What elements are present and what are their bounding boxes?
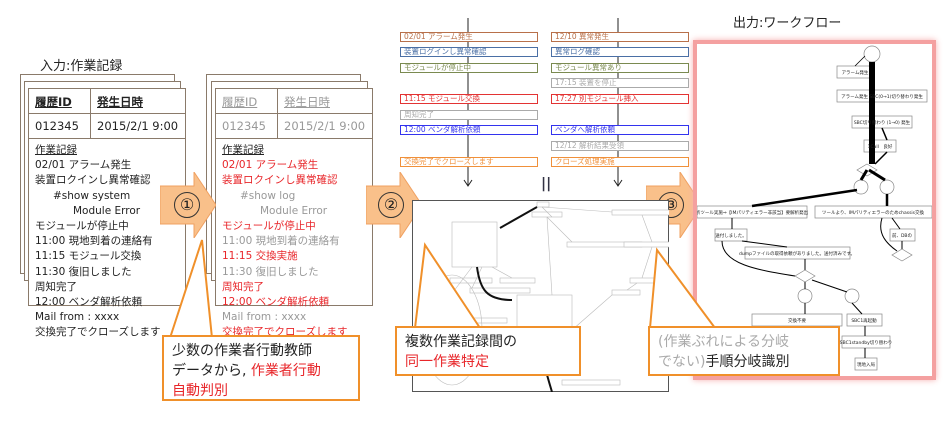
input-title: 入力:作業記録 [40, 59, 123, 74]
log-line: 11:30 復旧しました [35, 265, 132, 278]
log-line: 11:00 現地到着の連絡有 [222, 235, 340, 248]
callout-text: データから, [172, 363, 251, 379]
callout-step3: (作業ぶれによる分岐 でない)手順分岐識別 [648, 326, 840, 376]
callout-text: 複数作業記録間の [405, 334, 517, 350]
timeline-event: 02/01 アラーム発生 [400, 32, 538, 42]
workflow-node-label: dumpファイルの取得依頼がありました。送付済みです。 [739, 250, 855, 257]
log-line: Module Error [260, 204, 328, 217]
workflow-node-label: 送付しました。 [715, 232, 747, 239]
callout-text-highlight: 作業者行動 [250, 363, 321, 379]
timeline-event: 12/12 解析結果受領 [551, 141, 689, 151]
callout-text: 手順分岐識別 [705, 354, 790, 370]
callout-pointer-2 [414, 242, 481, 329]
timeline-event: 17:27 別モジュール挿入 [551, 94, 689, 104]
callout-text-highlight: 自動判別 [172, 383, 228, 399]
callout-step1: 少数の作業者行動教師 データから, 作業者行動 自動判別 [162, 335, 360, 401]
timeline-event: モジュールが停止中 [400, 63, 538, 73]
log-line: Mail from : xxxx [222, 311, 307, 324]
callout-text-highlight: 同一作業特定 [405, 354, 489, 370]
workflow-node-label: 現地入局 [857, 361, 875, 368]
record-date: 2015/2/1 9:00 [284, 119, 366, 133]
record-id: 012345 [216, 114, 278, 138]
col-id: 履歴ID [216, 89, 278, 113]
workflow-node-label: 析ツール実施⇒【IMパリティエラー非該当】要解析発出 [697, 209, 809, 216]
callout-step2: 複数作業記録間の 同一作業特定 [395, 326, 581, 376]
workflow-node-label: アラーム発生 [842, 69, 869, 76]
callout-pointer-1 [169, 239, 213, 339]
timeline-event: 交換完了でクローズします [400, 157, 538, 167]
section-label: 作業記録 [222, 144, 264, 156]
log-line: 周知完了 [222, 280, 264, 293]
step-number-1: ① [174, 192, 200, 218]
log-line: 11:00 現地到着の連絡有 [35, 235, 153, 248]
callout-text: 少数の作業者行動教師 [172, 343, 312, 359]
timeline-event: モジュール異常あり [551, 63, 689, 73]
workflow-node-label: SBC1standby切り替わり [840, 339, 892, 346]
timeline-event: ベンダへ解析依頼 [551, 125, 689, 135]
timeline-event: 装置ログインし異常確認 [400, 47, 538, 57]
record-date: 2015/2/1 9:00 [97, 119, 179, 133]
workflow-node-label: 1Call 良好 [868, 143, 893, 150]
log-line: 装置ロクインし異常確認 [222, 174, 338, 187]
callout-text-muted: (作業ぶれによる分岐 [658, 334, 790, 350]
timeline-event: 12/10 異常発生 [551, 32, 689, 42]
log-line: 11:30 復旧しました [222, 265, 319, 278]
workflow-node-label: ツールより、IMパリティエラーのためchassis交換 [822, 209, 925, 216]
log-line: Mail from : xxxx [35, 311, 120, 324]
log-line: 11:15 モジュール交換 [35, 250, 142, 263]
col-date: 発生日時 [284, 95, 330, 109]
timeline-event: 17:15 装置を停止 [551, 78, 689, 88]
log-line: #show system [53, 189, 131, 202]
record-body: 作業記録 02/01 アラーム発生 装置ロクインし異常確認 #show syst… [35, 143, 160, 341]
log-line: 周知完了 [35, 280, 77, 293]
log-line: 02/01 アラーム発生 [222, 159, 319, 172]
log-line: モジュールが停止中 [35, 220, 129, 233]
log-line: 交換完了でクローズします [35, 326, 161, 339]
workflow-node-label: 交換不要 [788, 317, 806, 324]
equals-sign: || [541, 176, 552, 192]
labeled-record-card: 履歴ID 発生日時 012345 2015/2/1 9:00 作業記録 02/01 … [215, 88, 373, 338]
timeline-event: 周知完了 [400, 110, 538, 120]
workflow-node-label: 前、DBの [892, 232, 913, 239]
log-line: Module Error [73, 204, 141, 217]
log-line: 02/01 アラーム発生 [35, 159, 132, 172]
timeline-event: 12:00 ベンダ解析依頼 [400, 125, 538, 135]
workflow-output: アラーム発生アラーム発生 SBC(0→1)切り替わり発生 SBC切り替わり (1→… [693, 40, 936, 380]
record-id: 012345 [29, 114, 91, 138]
log-line: モジュールが停止中 [222, 220, 316, 233]
log-line: 11:15 交換実施 [222, 250, 298, 263]
workflow-node-label: SBC1再起動 [851, 317, 877, 324]
col-id: 履歴ID [29, 89, 91, 113]
step-number-2: ② [378, 192, 404, 218]
log-line: #show log [240, 189, 296, 202]
col-date: 発生日時 [97, 95, 143, 109]
callout-text-muted: でない) [658, 354, 706, 370]
callout-pointer-3 [649, 247, 716, 329]
timeline-event: クローズ処理実施 [551, 157, 689, 167]
timeline-event: 異常ログ確認 [551, 47, 689, 57]
workflow-node-label: アラーム発生 SBC(0→1)切り替わり発生 [841, 93, 923, 100]
log-line: 装置ロクインし異常確認 [35, 174, 151, 187]
output-title: 出力:ワークフロー [733, 16, 842, 31]
timeline-event: 11:15 モジュール交換 [400, 94, 538, 104]
log-line: 12:00 ベンダ解析依頼 [35, 296, 143, 309]
workflow-node-label: SBC切り替わり (1→0) 発生 [854, 119, 911, 126]
log-line: 12:00 ベンダ解析依頼 [222, 296, 330, 309]
section-label: 作業記録 [35, 144, 77, 156]
